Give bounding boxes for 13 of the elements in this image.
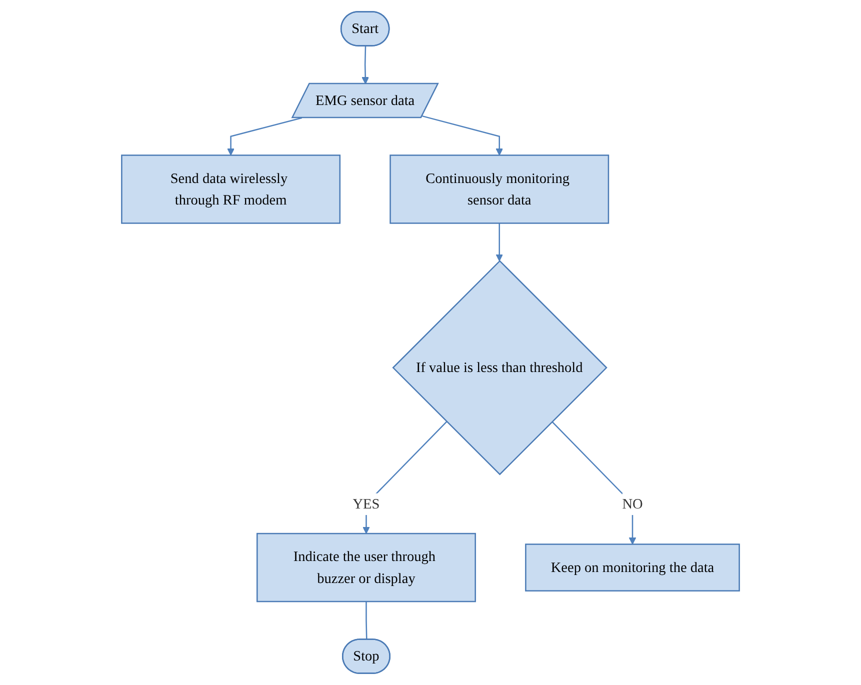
node-box: Indicate the user through buzzer or display bbox=[256, 532, 476, 602]
arrow bbox=[362, 46, 370, 84]
edge-label: NO bbox=[622, 496, 643, 512]
arrow bbox=[496, 223, 504, 262]
arrow bbox=[552, 421, 636, 545]
arrow bbox=[422, 115, 504, 156]
node-box: Continuously monitoring sensor data bbox=[390, 154, 610, 224]
edge-label: YES bbox=[352, 496, 380, 512]
arrow bbox=[227, 117, 302, 156]
node-box: Keep on monitoring the data bbox=[525, 544, 740, 592]
connector bbox=[366, 602, 368, 640]
node-box: Send data wirelessly through RF modem bbox=[121, 154, 341, 224]
node-diamond: If value is less than threshold bbox=[392, 260, 608, 476]
